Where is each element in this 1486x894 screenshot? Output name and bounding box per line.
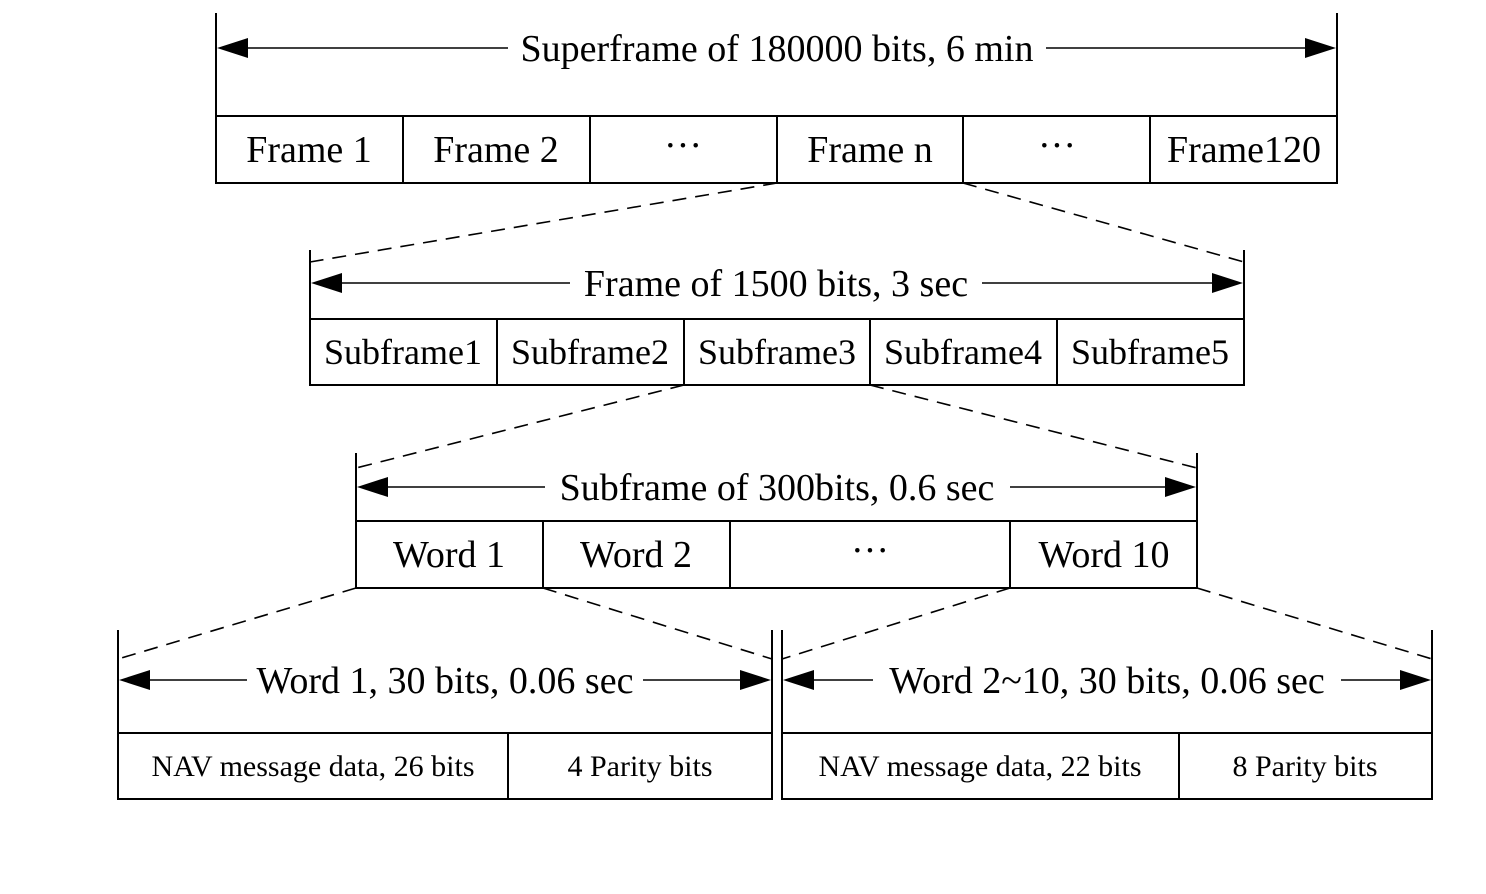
- word2-10-label: Word 2~10, 30 bits, 0.06 sec: [889, 660, 1324, 702]
- zoom-line-right: [542, 587, 773, 660]
- cell-nav-data-22: NAV message data, 22 bits: [818, 750, 1141, 783]
- frame-bar: [309, 318, 1245, 386]
- superframe-level: Superframe of 180000 bits, 6 min Frame 1…: [215, 13, 1338, 184]
- frame-label: Frame of 1500 bits, 3 sec: [584, 263, 968, 305]
- cell-word-10: Word 10: [1039, 534, 1170, 576]
- zoom-line-left: [117, 587, 357, 660]
- cell-frame-2: Frame 2: [433, 129, 559, 171]
- zoom-line-right: [869, 384, 1198, 469]
- zoom-line-left: [355, 384, 685, 469]
- word1-bar: [117, 732, 773, 800]
- subframe-label: Subframe of 300bits, 0.6 sec: [560, 467, 995, 509]
- cell-nav-data-26: NAV message data, 26 bits: [151, 750, 474, 783]
- word1-label: Word 1, 30 bits, 0.06 sec: [257, 660, 634, 702]
- cell-frame-n: Frame n: [807, 129, 933, 171]
- cell-subframe-4: Subframe4: [884, 332, 1042, 372]
- zoom-line-right: [962, 182, 1245, 263]
- arrowhead-left-icon: [357, 477, 388, 497]
- cell-frame-1: Frame 1: [246, 129, 372, 171]
- word2-10-level: Word 2~10, 30 bits, 0.06 sec NAV message…: [781, 630, 1433, 800]
- cell-frame-120: Frame120: [1167, 129, 1321, 171]
- cell-subframe-1: Subframe1: [324, 332, 482, 372]
- word2-10-bar: [781, 732, 1433, 800]
- word1-level: Word 1, 30 bits, 0.06 sec NAV message da…: [117, 630, 773, 800]
- superframe-label: Superframe of 180000 bits, 6 min: [521, 28, 1034, 70]
- frame-level: Frame of 1500 bits, 3 sec Subframe1 Subf…: [309, 250, 1245, 386]
- arrowhead-left-icon: [311, 273, 342, 293]
- arrowhead-right-icon: [1212, 273, 1243, 293]
- cell-word-1: Word 1: [393, 534, 505, 576]
- arrowhead-right-icon: [1165, 477, 1196, 497]
- arrowhead-right-icon: [740, 670, 771, 690]
- arrowhead-right-icon: [1400, 670, 1431, 690]
- cell-subframe-2: Subframe2: [511, 332, 669, 372]
- subframe-bar: [355, 520, 1198, 589]
- cell-ellipsis: ···: [1038, 125, 1076, 167]
- cell-word-2: Word 2: [580, 534, 692, 576]
- arrowhead-left-icon: [217, 38, 248, 58]
- cell-ellipsis: ···: [664, 125, 702, 167]
- zoom-line-left: [781, 587, 1011, 660]
- arrowhead-left-icon: [783, 670, 814, 690]
- subframe-level: Subframe of 300bits, 0.6 sec Word 1 Word…: [355, 453, 1198, 589]
- cell-subframe-3: Subframe3: [698, 332, 856, 372]
- cell-parity-8: 8 Parity bits: [1232, 750, 1377, 783]
- cell-parity-4: 4 Parity bits: [567, 750, 712, 783]
- zoom-line-left: [309, 182, 778, 263]
- arrowhead-right-icon: [1305, 38, 1336, 58]
- cell-ellipsis: ···: [851, 530, 889, 572]
- zoom-line-right: [1196, 587, 1433, 660]
- arrowhead-left-icon: [119, 670, 150, 690]
- cell-subframe-5: Subframe5: [1071, 332, 1229, 372]
